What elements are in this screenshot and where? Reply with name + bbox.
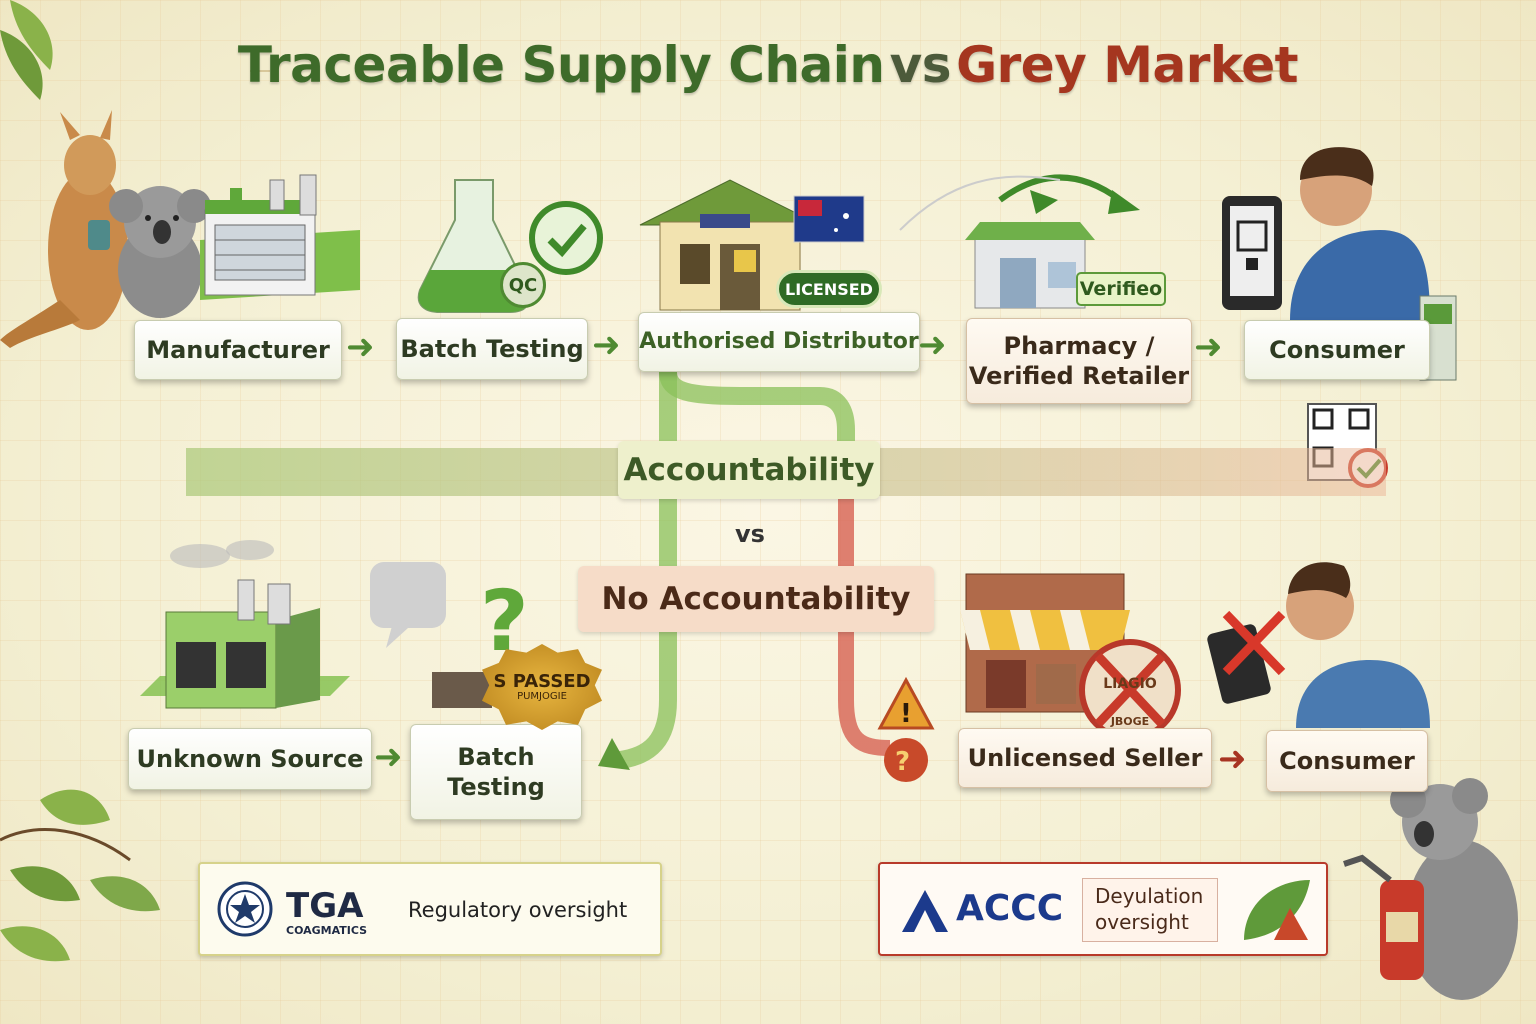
- passed-seal-badge: S PASSED PUMJOGIE: [482, 644, 602, 730]
- step-label: Manufacturer: [146, 336, 330, 364]
- factory-icon: [140, 540, 350, 709]
- step-unknown-source: Unknown Source: [128, 728, 372, 790]
- accc-oversight-text: Deyulation oversight: [1082, 878, 1218, 942]
- leaf-arrow-icon: [1244, 880, 1310, 940]
- flask-icon: [417, 179, 603, 313]
- accountability-label: Accountability: [618, 441, 880, 499]
- no-accountability-label: No Accountability: [578, 566, 934, 632]
- arrow-right-icon: ➜: [1194, 327, 1223, 367]
- tga-oversight-text: Regulatory oversight: [408, 898, 628, 922]
- step-label: Unlicensed Seller: [967, 744, 1203, 772]
- tga-seal-icon: [217, 881, 273, 937]
- crossed-stamp-bottom: JBOGE: [1110, 714, 1150, 728]
- arrow-right-icon: ➜: [918, 325, 947, 365]
- accc-name: ACCC: [956, 888, 1064, 929]
- licensed-badge: LICENSED: [776, 270, 882, 308]
- step-consumer-grey: Consumer: [1266, 730, 1428, 792]
- step-batch-testing-grey: Batch Testing: [410, 724, 582, 820]
- kangaroo-icon: [0, 110, 128, 348]
- passed-seal-main: S PASSED: [493, 670, 591, 692]
- step-manufacturer: Manufacturer: [134, 320, 342, 380]
- title-traceable: Traceable Supply Chain: [237, 36, 885, 94]
- page-title: Traceable Supply Chain vs Grey Market: [0, 36, 1536, 94]
- red-flow-line: [838, 496, 891, 756]
- crossed-stamp-top: LIAGIO: [1103, 676, 1157, 692]
- accc-text-line1: Deyulation: [1095, 884, 1204, 908]
- svg-text:!: !: [900, 699, 912, 729]
- step-pharmacy: Pharmacy / Verified Retailer: [966, 318, 1192, 404]
- step-label: Consumer: [1279, 747, 1415, 775]
- accc-logo-icon: [902, 890, 948, 932]
- storefront-icon: [960, 573, 1181, 741]
- arrow-right-icon: ➜: [1218, 739, 1247, 779]
- step-label: Batch Testing: [447, 743, 545, 801]
- step-consumer: Consumer: [1244, 320, 1430, 380]
- title-rule-right: [1222, 70, 1282, 72]
- passed-seal-sub: PUMJOGIE: [517, 691, 567, 703]
- accc-text-line2: oversight: [1095, 910, 1189, 934]
- step-label: Authorised Distributor: [639, 329, 919, 355]
- svg-text:?: ?: [895, 747, 910, 777]
- verified-badge: Verifieo: [1076, 272, 1166, 306]
- warning-icon: ! ?: [877, 676, 935, 782]
- question-mark-icon: ?: [370, 562, 529, 708]
- tga-panel: TGA COAGMATICS Regulatory oversight: [198, 862, 662, 956]
- arrow-right-icon: ➜: [374, 737, 403, 777]
- title-grey-market: Grey Market: [956, 36, 1299, 94]
- factory-icon: [200, 174, 360, 300]
- eucalyptus-leaf-icon: [0, 0, 53, 100]
- tga-subtitle: COAGMATICS: [286, 924, 368, 937]
- qc-badge: QC: [500, 262, 546, 308]
- step-label: Unknown Source: [136, 745, 364, 773]
- step-label: Pharmacy / Verified Retailer: [968, 332, 1190, 390]
- step-batch-testing: Batch Testing: [396, 318, 588, 380]
- eucalyptus-leaf-icon: [0, 789, 160, 962]
- person-scanning-qr-icon: [1207, 562, 1430, 728]
- title-rule-left: [250, 70, 270, 72]
- green-flow-line: [598, 370, 855, 770]
- step-authorised-distributor: Authorised Distributor: [638, 312, 920, 372]
- arrow-right-icon: ➜: [592, 325, 621, 365]
- accc-panel: ACCC Deyulation oversight: [878, 862, 1328, 956]
- title-vs: vs: [889, 36, 952, 94]
- tga-name: TGA: [286, 886, 364, 926]
- step-label: Consumer: [1269, 336, 1405, 364]
- koala-icon: [109, 186, 211, 318]
- step-label: Batch Testing: [400, 335, 584, 363]
- koala-icon: [1343, 778, 1518, 1000]
- vs-label: vs: [735, 520, 765, 548]
- pharmacy-icon: [899, 174, 1140, 309]
- step-unlicensed-seller: Unlicensed Seller: [958, 728, 1212, 788]
- arrow-right-icon: ➜: [346, 327, 375, 367]
